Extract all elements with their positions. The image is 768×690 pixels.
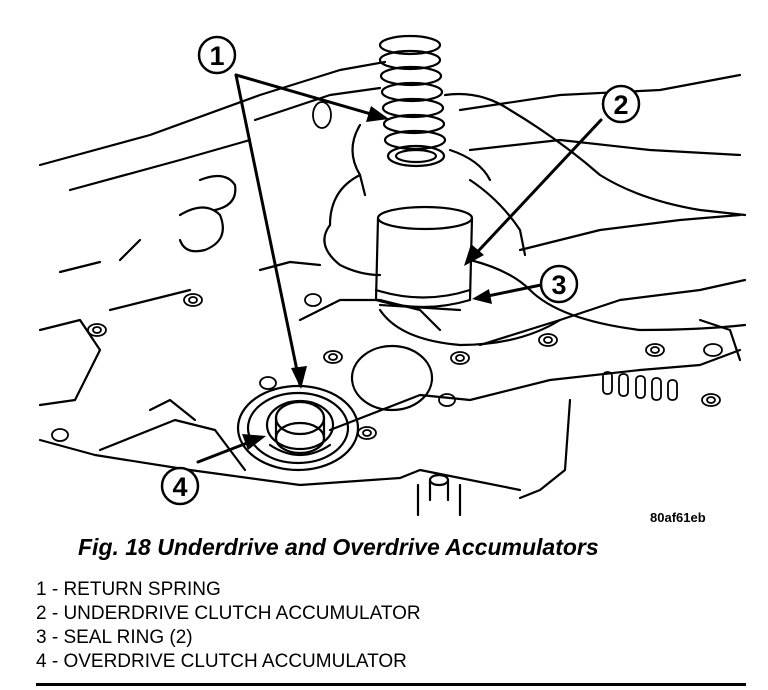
callout-4: 4 xyxy=(172,472,187,502)
overdrive-accumulator xyxy=(236,384,360,472)
legend-item: 3 - SEAL RING (2) xyxy=(36,627,193,648)
return-spring xyxy=(378,34,447,168)
dowel-pin xyxy=(416,473,462,517)
accumulator-bore xyxy=(350,344,434,412)
casting-marks xyxy=(58,174,237,274)
arrowheads xyxy=(242,106,492,450)
bolt-holes xyxy=(51,101,723,442)
callout-3: 3 xyxy=(551,270,566,300)
accumulator-illustration: 1 2 3 4 xyxy=(38,34,747,517)
legend-item: 2 - UNDERDRIVE CLUTCH ACCUMULATOR xyxy=(36,603,421,624)
legend-list: 1 - RETURN SPRING 2 - UNDERDRIVE CLUTCH … xyxy=(36,578,421,674)
legend-item: 1 - RETURN SPRING xyxy=(36,579,221,600)
hand xyxy=(323,92,747,347)
callout-circles xyxy=(160,35,641,506)
callout-2: 2 xyxy=(613,90,628,120)
legend-item: 4 - OVERDRIVE CLUTCH ACCUMULATOR xyxy=(36,651,407,672)
valve-body xyxy=(38,60,747,500)
figure-caption: Fig. 18 Underdrive and Overdrive Accumul… xyxy=(78,534,599,560)
callout-1: 1 xyxy=(209,41,224,71)
leader-lines xyxy=(196,73,603,464)
slots xyxy=(602,371,678,401)
underdrive-piston xyxy=(374,205,474,312)
bottom-rule xyxy=(36,683,746,686)
figure-code: 80af61eb xyxy=(650,510,706,525)
